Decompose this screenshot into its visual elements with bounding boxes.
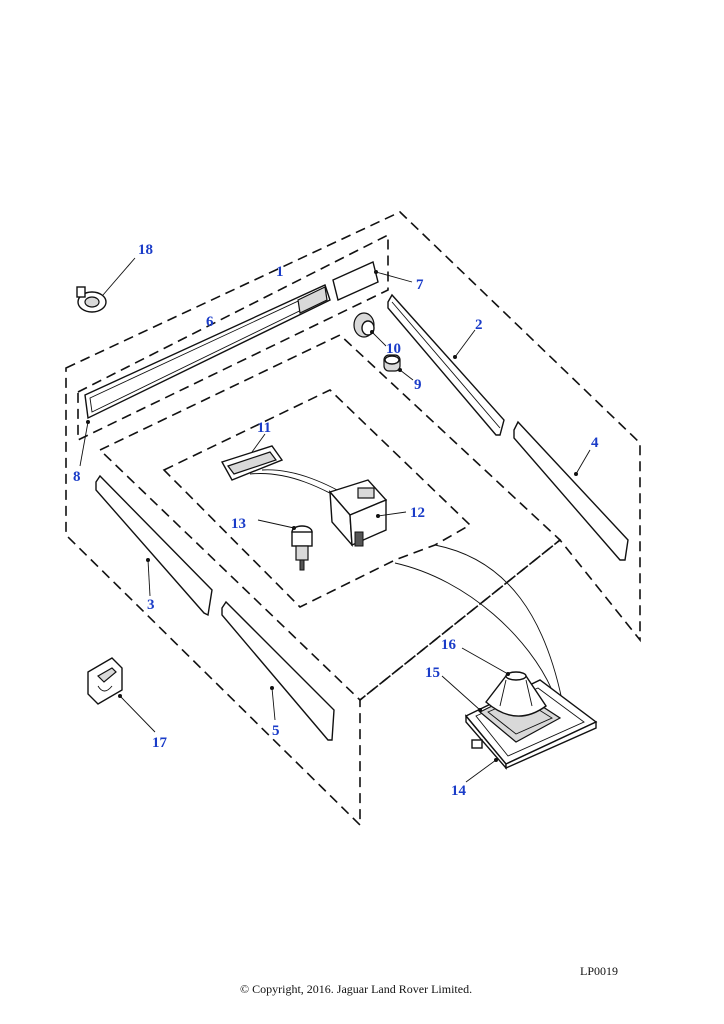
callout-6: 6 bbox=[206, 314, 214, 330]
callout-17: 17 bbox=[152, 735, 168, 751]
copyright-notice: © Copyright, 2016. Jaguar Land Rover Lim… bbox=[240, 982, 473, 996]
switch-part-11 bbox=[220, 445, 356, 506]
callout-1: 1 bbox=[276, 264, 284, 280]
panel-part-3 bbox=[95, 474, 213, 617]
sensor-part-13 bbox=[291, 525, 313, 571]
leaders bbox=[79, 257, 591, 783]
callout-14: 14 bbox=[451, 783, 467, 799]
clip-part-18 bbox=[76, 286, 107, 313]
cable bbox=[434, 544, 563, 701]
panel-part-2 bbox=[387, 293, 505, 436]
pad-part-7 bbox=[332, 261, 379, 301]
trim-strip-part-6 bbox=[84, 284, 331, 420]
panel-part-5 bbox=[221, 600, 335, 741]
bracket-part-17 bbox=[87, 657, 123, 705]
inner-dashed-outline bbox=[162, 389, 472, 608]
callout-3: 3 bbox=[147, 597, 155, 613]
callout-13: 13 bbox=[231, 516, 246, 532]
callout-7: 7 bbox=[416, 277, 424, 293]
callout-5: 5 bbox=[272, 723, 280, 739]
callout-16: 16 bbox=[441, 637, 457, 653]
boot-part-16 bbox=[485, 671, 547, 717]
drawing-reference: LP0019 bbox=[580, 964, 619, 978]
callout-11: 11 bbox=[257, 420, 271, 436]
callout-15: 15 bbox=[425, 665, 440, 681]
callout-4: 4 bbox=[591, 435, 599, 451]
bump-stop-part-9 bbox=[383, 354, 401, 372]
cable bbox=[394, 562, 553, 691]
callout-9: 9 bbox=[414, 377, 422, 393]
panel-part-4 bbox=[513, 420, 629, 561]
callout-18: 18 bbox=[138, 242, 153, 258]
callout-12: 12 bbox=[410, 505, 425, 521]
control-unit-part-12 bbox=[328, 479, 388, 548]
upper-panel-dashed-outline bbox=[77, 233, 389, 442]
console-dashed-outline bbox=[98, 334, 562, 702]
callout-2: 2 bbox=[475, 317, 483, 333]
callout-8: 8 bbox=[73, 469, 81, 485]
callout-10: 10 bbox=[386, 341, 401, 357]
